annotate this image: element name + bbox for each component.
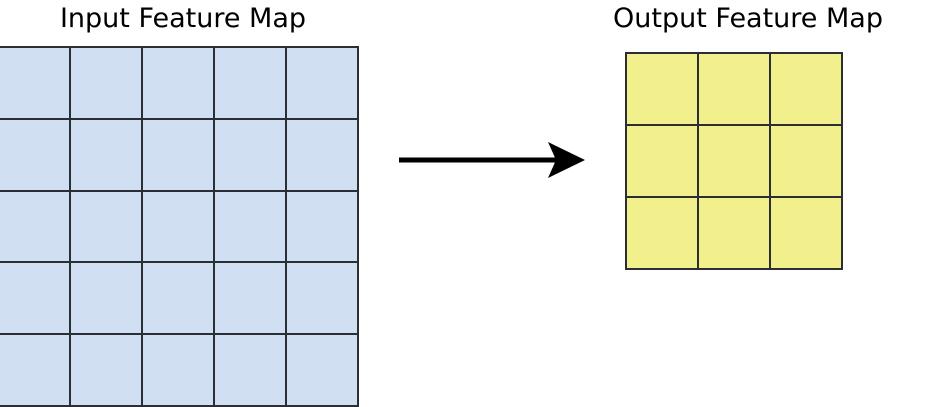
output-feature-map-cell bbox=[625, 124, 699, 198]
input-feature-map-cell bbox=[285, 333, 359, 407]
input-feature-map-cell bbox=[69, 117, 143, 192]
input-feature-map-cell bbox=[69, 189, 143, 264]
input-feature-map-cell bbox=[285, 117, 359, 192]
input-feature-map-cell bbox=[141, 261, 215, 336]
input-feature-map-title: Input Feature Map bbox=[59, 3, 307, 34]
input-feature-map-cell bbox=[141, 189, 215, 264]
input-feature-map-cell bbox=[141, 117, 215, 192]
output-feature-map-cell bbox=[697, 196, 771, 270]
input-feature-map-cell bbox=[213, 117, 287, 192]
input-feature-map-cell bbox=[0, 333, 71, 407]
output-feature-map-cell bbox=[625, 52, 699, 126]
input-feature-map-cell bbox=[69, 333, 143, 407]
input-feature-map-cell bbox=[285, 46, 359, 120]
input-feature-map-grid bbox=[0, 46, 359, 407]
input-feature-map-cell bbox=[69, 46, 143, 120]
input-feature-map-cell bbox=[69, 261, 143, 336]
output-feature-map-cell bbox=[697, 52, 771, 126]
output-feature-map-cell bbox=[625, 196, 699, 270]
input-feature-map-cell bbox=[213, 261, 287, 336]
output-feature-map-grid bbox=[625, 52, 843, 270]
input-feature-map-cell bbox=[141, 46, 215, 120]
input-feature-map-cell bbox=[213, 46, 287, 120]
output-feature-map-cell bbox=[769, 124, 843, 198]
input-feature-map-cell bbox=[0, 189, 71, 264]
input-feature-map-cell bbox=[0, 261, 71, 336]
input-feature-map-cell bbox=[0, 117, 71, 192]
output-feature-map-title: Output Feature Map bbox=[613, 3, 883, 34]
output-feature-map-cell bbox=[769, 52, 843, 126]
input-feature-map-cell bbox=[141, 333, 215, 407]
input-feature-map-cell bbox=[285, 189, 359, 264]
input-feature-map-cell bbox=[213, 189, 287, 264]
input-feature-map-cell bbox=[213, 333, 287, 407]
output-feature-map-cell bbox=[769, 196, 843, 270]
input-feature-map-cell bbox=[285, 261, 359, 336]
output-feature-map-cell bbox=[697, 124, 771, 198]
input-feature-map-cell bbox=[0, 46, 71, 120]
right-arrow-icon bbox=[399, 142, 585, 178]
